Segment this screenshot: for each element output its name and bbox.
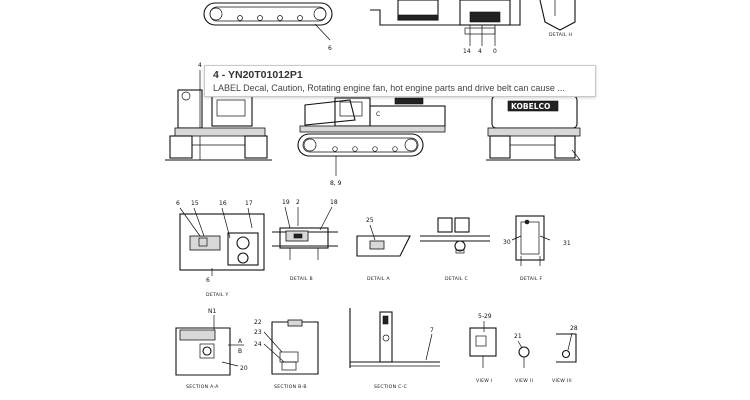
callout: 23 — [254, 329, 262, 336]
section-c-c: 7 SECTION C-C — [349, 308, 440, 390]
callout: 8, 9 — [330, 180, 342, 187]
callout: 15 — [191, 200, 199, 207]
caption: DETAIL C — [445, 276, 468, 282]
caption: DETAIL H — [549, 32, 572, 38]
detail-f: 30 31 DETAIL F — [503, 215, 571, 282]
callout: 14 — [463, 48, 471, 55]
section-a-a: N1 A B 20 SECTION A-A — [175, 308, 248, 390]
callout: C — [376, 111, 380, 118]
brand-logo: KOBELCO — [511, 102, 550, 111]
detail-h-top: DETAIL H — [539, 0, 576, 38]
callout: 28 — [570, 325, 578, 332]
caption: VIEW II — [515, 378, 533, 384]
detail-y: 6 15 16 17 6 DETAIL Y — [176, 200, 265, 298]
detail-c: DETAIL C — [420, 217, 490, 282]
callout: 4 — [478, 48, 482, 55]
callout: 31 — [563, 240, 571, 247]
detail-a: 25 DETAIL A — [356, 217, 411, 282]
front-view-excavator: 4 — [165, 62, 272, 161]
rear-view-excavator: KOBELCO — [486, 95, 581, 161]
caption: SECTION C-C — [374, 384, 407, 390]
view-iii: 28 VIEW III — [552, 325, 578, 384]
caption: VIEW III — [552, 378, 572, 384]
side-view-track-top: 6 — [203, 2, 333, 52]
callout: 24 — [254, 341, 262, 348]
callout: 6 — [176, 200, 180, 207]
caption: VIEW I — [476, 378, 493, 384]
callout: 6 — [328, 45, 332, 52]
view-i: 5-29 VIEW I — [469, 313, 497, 384]
callout: 0 — [493, 48, 497, 55]
caption: SECTION A-A — [186, 384, 219, 390]
callout: 2 — [296, 199, 300, 206]
callout: 20 — [240, 365, 248, 372]
callout: B — [238, 348, 242, 355]
callout: 18 — [330, 199, 338, 206]
callout: 21 — [514, 333, 522, 340]
callout: 6 — [206, 277, 210, 284]
callout: 16 — [219, 200, 227, 207]
callout: 25 — [366, 217, 374, 224]
callout: 19 — [282, 199, 290, 206]
rear-view-top: 14 4 0 — [370, 0, 521, 55]
callout: 7 — [430, 327, 434, 334]
caption: SECTION B-B — [274, 384, 307, 390]
part-tooltip: 4 - YN20T01012P1 LABEL Decal, Caution, R… — [204, 65, 596, 97]
tooltip-title: 4 - YN20T01012P1 — [213, 69, 303, 81]
caption: DETAIL Y — [206, 292, 229, 298]
callout: A — [238, 338, 243, 345]
section-b-b: 22 23 24 SECTION B-B — [254, 319, 319, 390]
callout: 5-29 — [478, 313, 492, 320]
tooltip-description: LABEL Decal, Caution, Rotating engine fa… — [213, 83, 565, 93]
callout: 22 — [254, 319, 262, 326]
caption: DETAIL B — [290, 276, 313, 282]
callout: N1 — [208, 308, 216, 315]
view-ii: 21 VIEW II — [514, 333, 533, 384]
callout: 30 — [503, 239, 511, 246]
callout: 17 — [245, 200, 253, 207]
detail-b: 19 2 18 DETAIL B — [272, 199, 338, 282]
side-view-excavator: C 8, 9 — [297, 97, 446, 187]
caption: DETAIL A — [367, 276, 391, 282]
callout: 4 — [198, 62, 202, 69]
caption: DETAIL F — [520, 276, 543, 282]
